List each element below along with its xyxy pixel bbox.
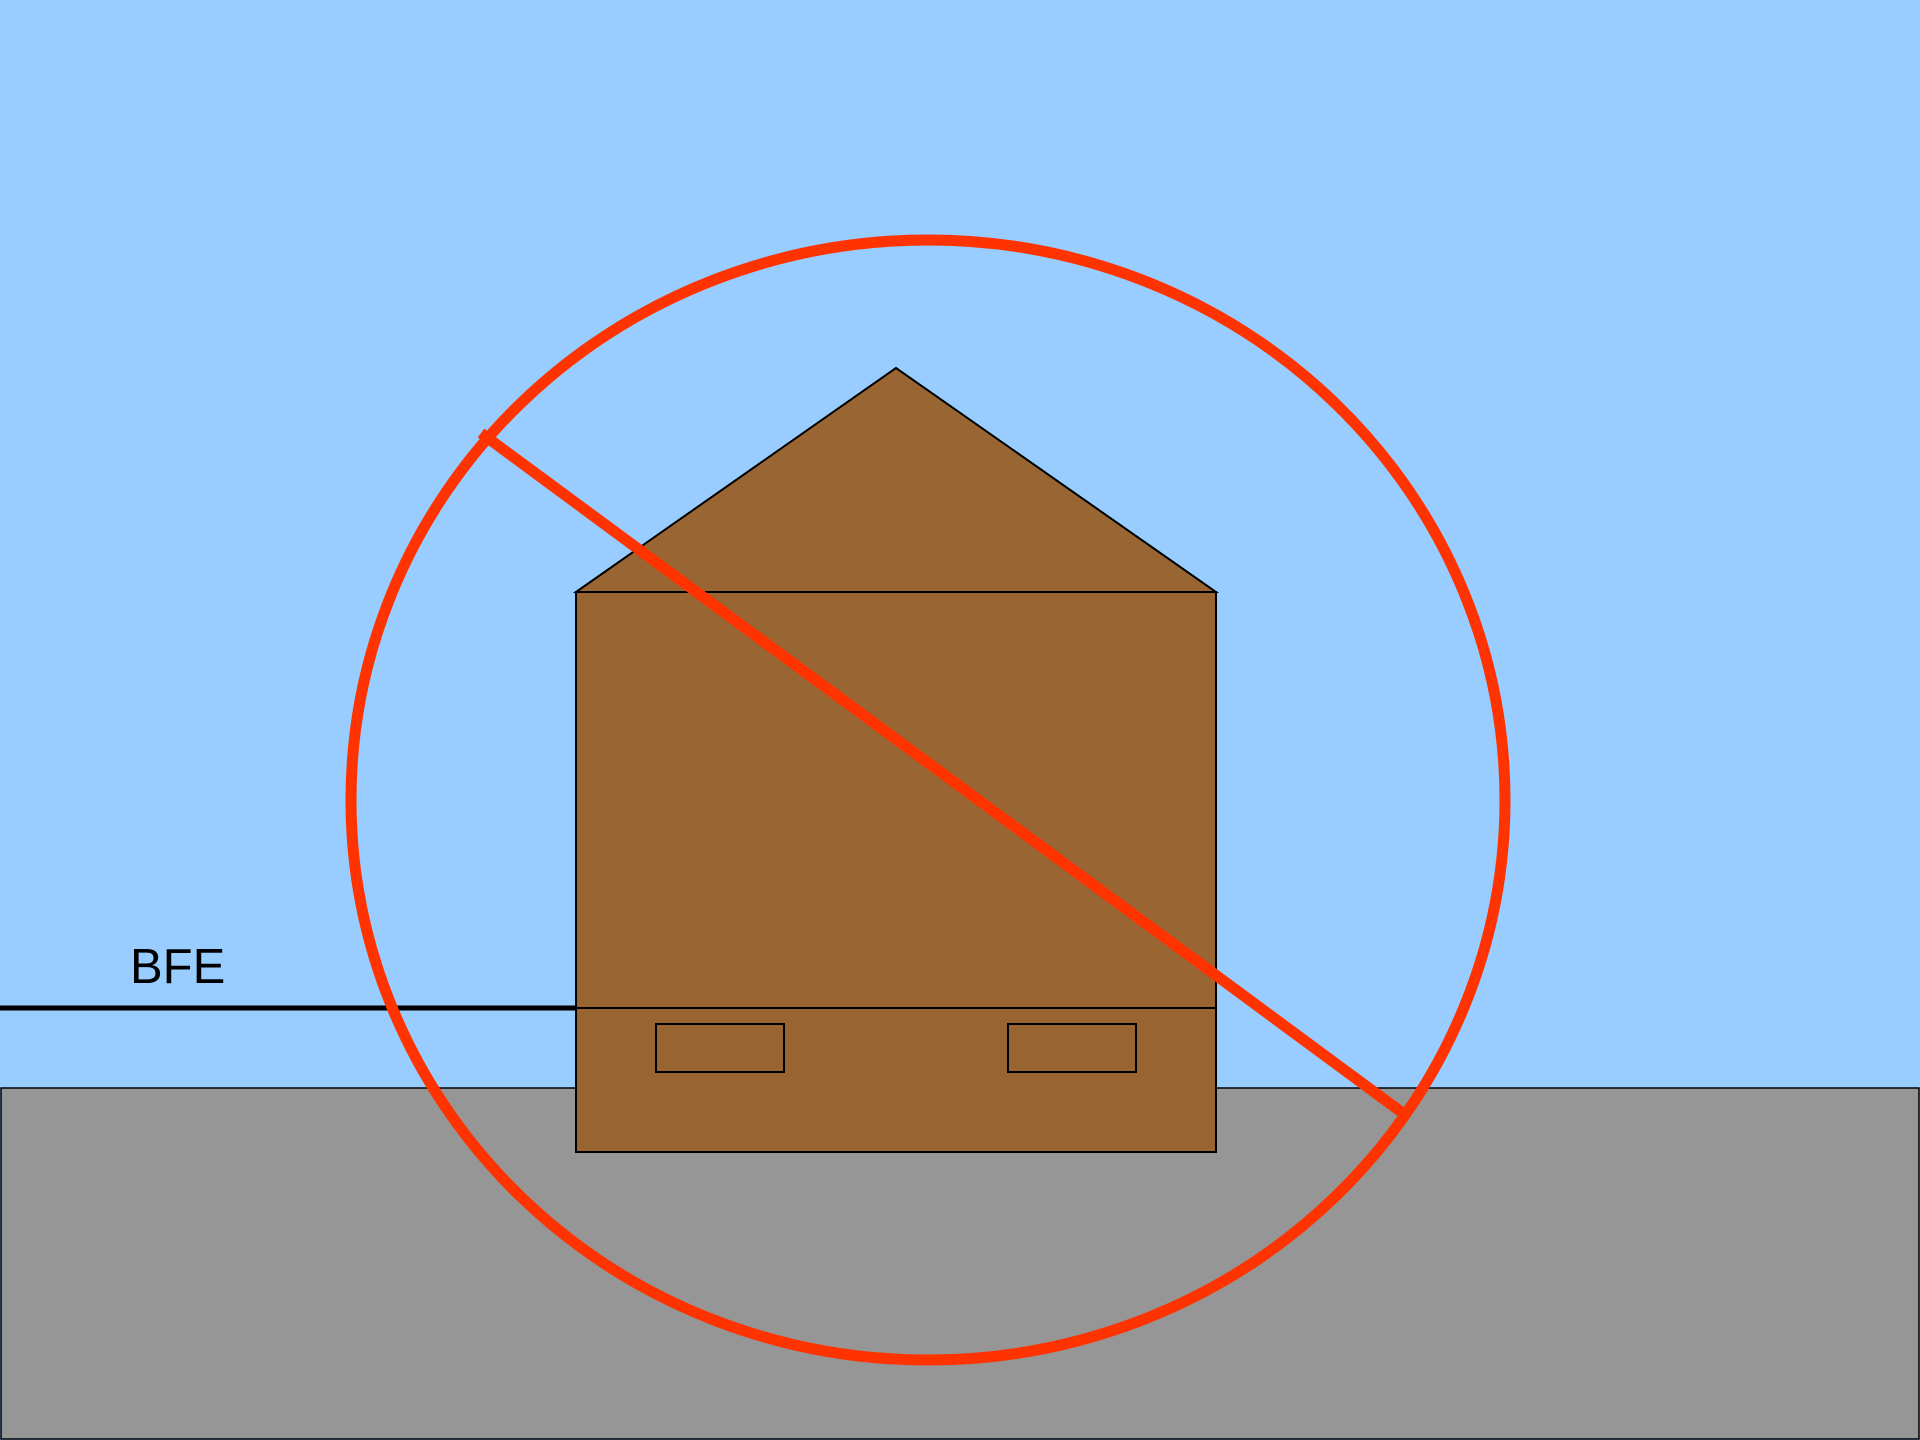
lower-vent-left [656, 1024, 784, 1072]
bfe-label: BFE [130, 940, 225, 994]
house-body [576, 592, 1216, 1008]
lower-vent-right [1008, 1024, 1136, 1072]
